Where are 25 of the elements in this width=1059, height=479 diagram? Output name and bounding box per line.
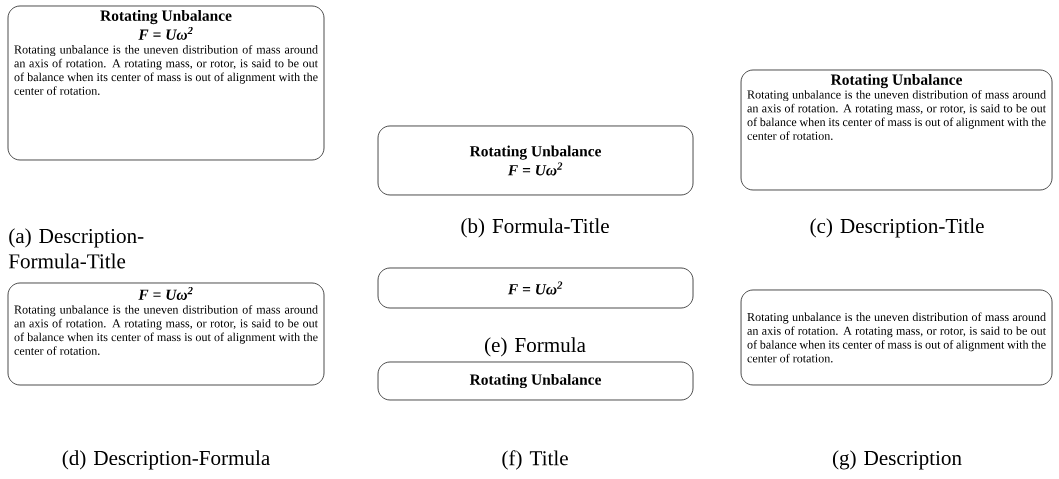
text-box bbox=[740, 69, 1053, 191]
box-title: Rotating Unbalance bbox=[830, 74, 963, 89]
box-title: Rotating Unbalance bbox=[469, 145, 602, 160]
description-text: Rotating unbalance is the uneven distribution of mass around an axis of rotation. A rotating mass, or rotor, is said to be out of balance when its center of mass is out of alignment with the center of rotation. bbox=[14, 305, 318, 356]
caption: (f) Title bbox=[502, 450, 568, 470]
caption: (e) Formula bbox=[485, 337, 586, 357]
caption: (g) Description bbox=[832, 450, 962, 470]
text-box bbox=[740, 289, 1053, 386]
text-box bbox=[7, 282, 325, 386]
caption: (d) Description-Formula bbox=[62, 450, 270, 470]
box-title: Rotating Unbalance bbox=[469, 373, 602, 389]
formula: F = Uω$^{2}$ bbox=[138, 26, 193, 40]
text-box bbox=[377, 361, 694, 401]
text-box bbox=[377, 267, 694, 309]
formula: F = Uω$^{2}$ bbox=[507, 162, 563, 176]
formula: F = Uω$^{2}$ bbox=[507, 281, 563, 295]
text-box bbox=[377, 125, 694, 196]
caption: (b) Formula-Title bbox=[461, 218, 609, 238]
caption: (c) Description-Title bbox=[810, 218, 984, 238]
description-text: Rotating unbalance is the uneven distribution of mass around an axis of rotation. A rotating mass, or rotor, is said to be out of balance when its center of mass is out of alignment with the center of rotation. bbox=[747, 90, 1046, 140]
box-title: Rotating Unbalance bbox=[100, 10, 232, 25]
text-box bbox=[7, 5, 325, 161]
description-text: Rotating unbalance is the uneven distribution of mass around an axis of rotation. A rotating mass, or rotor, is said to be out of balance when its center of mass is out of alignment with the center of rotation. bbox=[747, 312, 1046, 363]
formula: F = Uω$^{2}$ bbox=[138, 287, 193, 300]
description-text: Rotating unbalance is the uneven distribution of mass around an axis of rotation. A rotating mass, or rotor, is said to be out of balance when its center of mass is out of alignment with the center of rotation. bbox=[14, 44, 318, 95]
